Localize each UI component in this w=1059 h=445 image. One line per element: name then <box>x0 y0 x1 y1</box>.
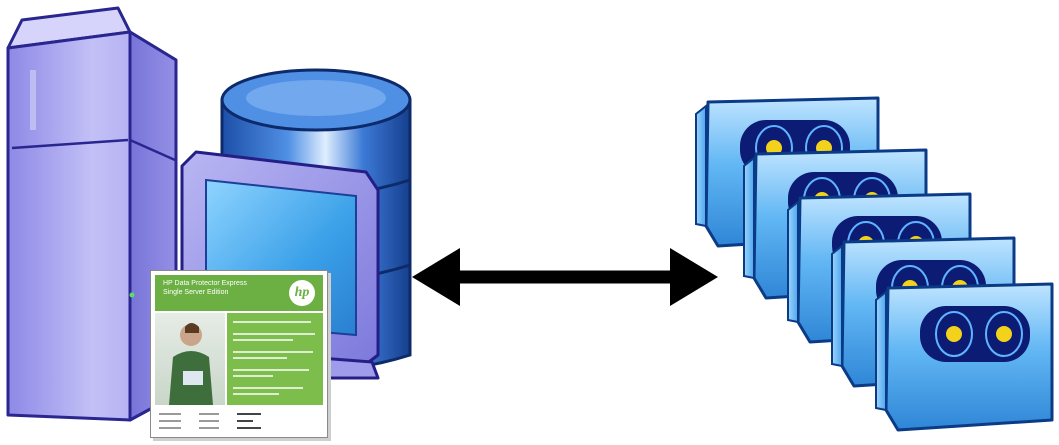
product-sheet-header: HP Data Protector Express Single Server … <box>155 275 323 311</box>
product-sheet-title: HP Data Protector Express Single Server … <box>163 279 283 297</box>
product-sheet-footer <box>159 411 319 433</box>
hp-logo-icon: hp <box>289 280 315 306</box>
tape-cartridge-stack <box>695 96 1054 432</box>
product-sheet-panel <box>227 313 323 405</box>
product-sheet-title-line1: HP Data Protector Express <box>163 280 247 287</box>
product-sheet-title-line2: Single Server Edition <box>163 289 229 296</box>
product-sheet-page: HP Data Protector Express Single Server … <box>150 270 328 438</box>
product-sheet-document-icon: HP Data Protector Express Single Server … <box>150 270 330 440</box>
bidirectional-arrow <box>412 248 718 306</box>
person-photo-icon <box>169 323 213 405</box>
product-sheet-photo <box>155 313 225 405</box>
tape-cartridge-icon <box>875 282 1054 432</box>
